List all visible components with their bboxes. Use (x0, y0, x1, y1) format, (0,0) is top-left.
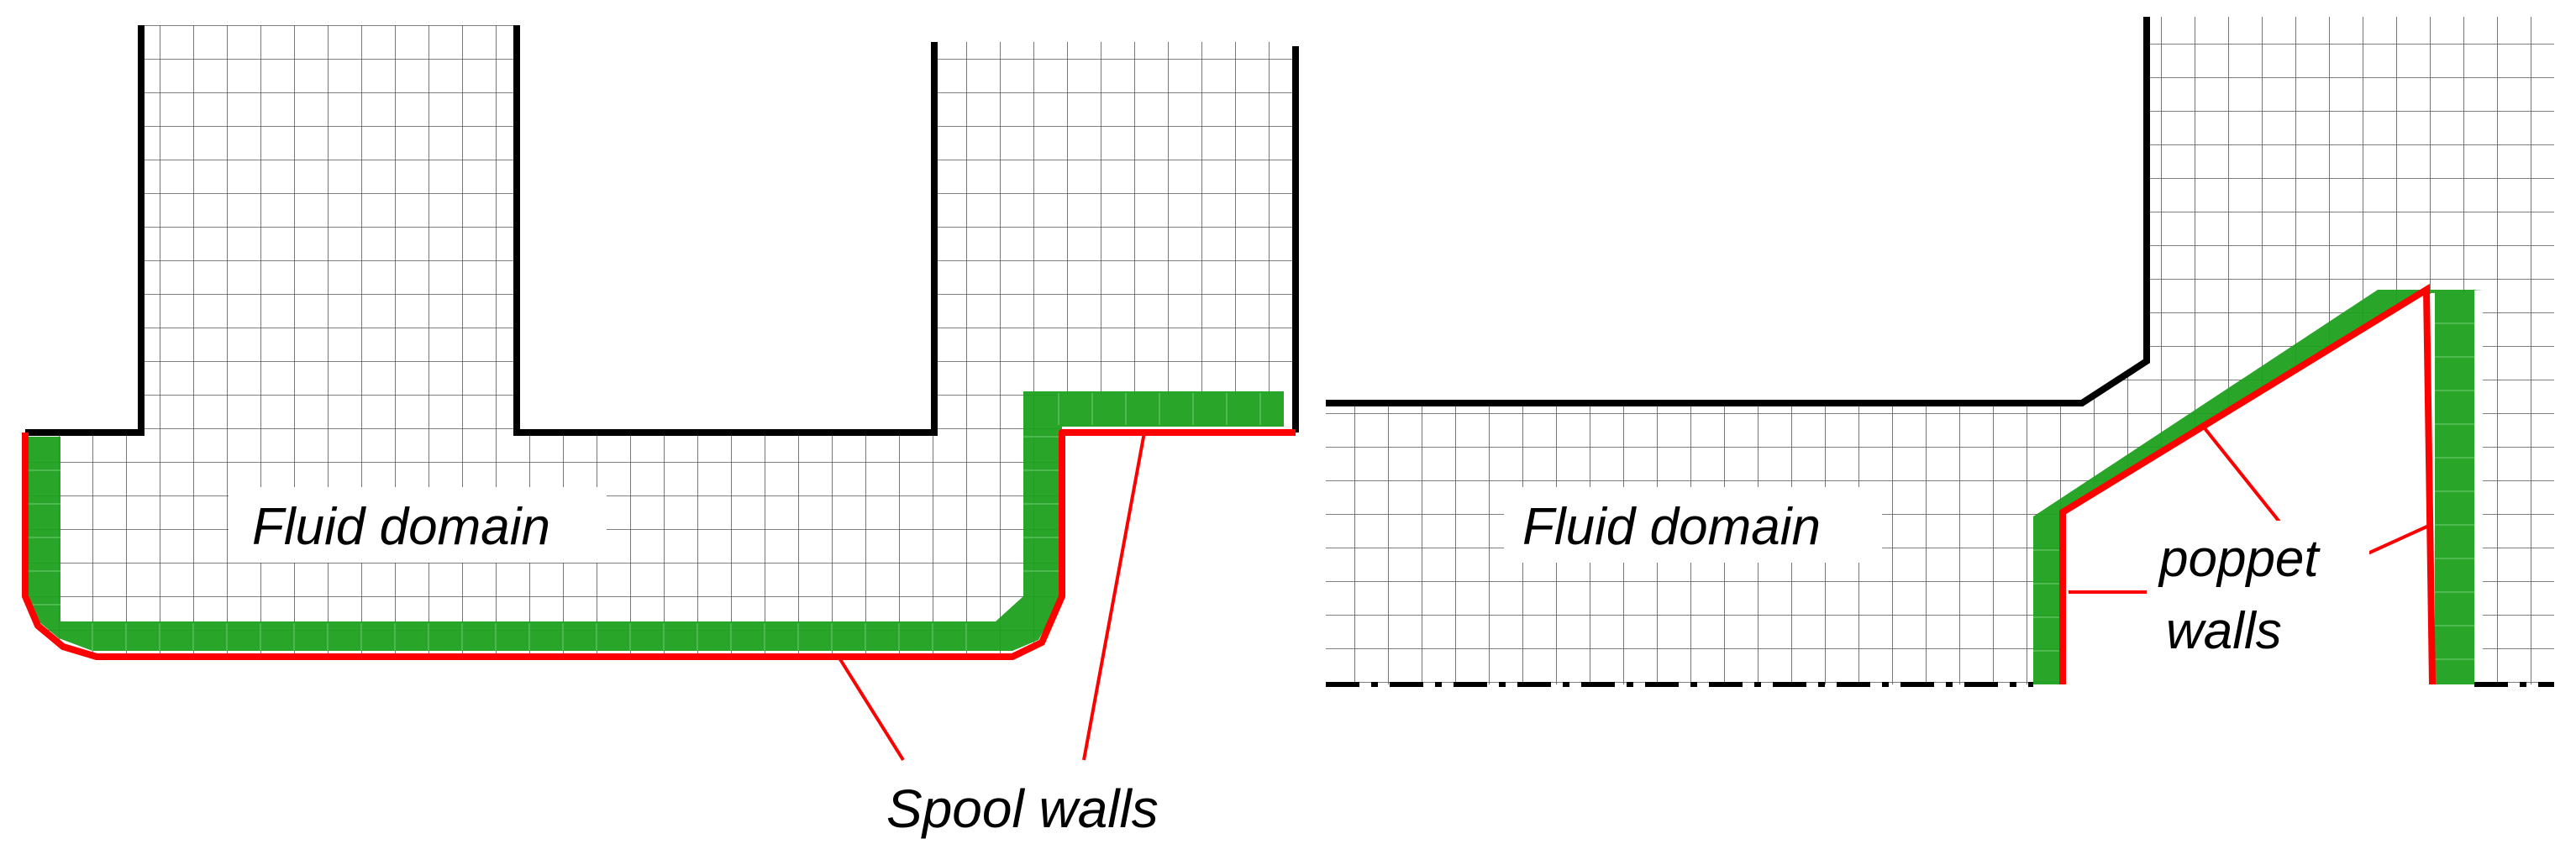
poppet-leader-1 (2200, 422, 2287, 531)
poppet-walls-label-line2: walls (2166, 602, 2282, 660)
right-fluid-domain-mesh (1326, 17, 2554, 684)
spool-boundary-layer (27, 391, 1284, 651)
poppet-boundary-layer (2033, 290, 2483, 684)
left-fluid-domain-mesh (25, 25, 1294, 653)
right-fluid-domain-label: Fluid domain (1522, 498, 1821, 556)
left-housing-walls (25, 25, 938, 436)
spool-leader-2 (1082, 432, 1146, 761)
poppet-wall-line (2059, 283, 2436, 685)
right-housing-walls (1326, 17, 2150, 406)
left-fluid-domain-label: Fluid domain (252, 498, 550, 556)
spool-wall-line (22, 429, 1296, 660)
poppet-label-bg (2147, 521, 2369, 668)
spool-leader-1 (837, 655, 905, 762)
poppet-mesh-panel (1326, 17, 2554, 687)
poppet-walls-label-line1: poppet (2158, 530, 2321, 588)
left-label-bg (229, 487, 607, 563)
right-label-bg (1504, 487, 1882, 563)
spool-walls-label: Spool walls (886, 778, 1159, 839)
spool-mesh-panel (22, 25, 1299, 762)
